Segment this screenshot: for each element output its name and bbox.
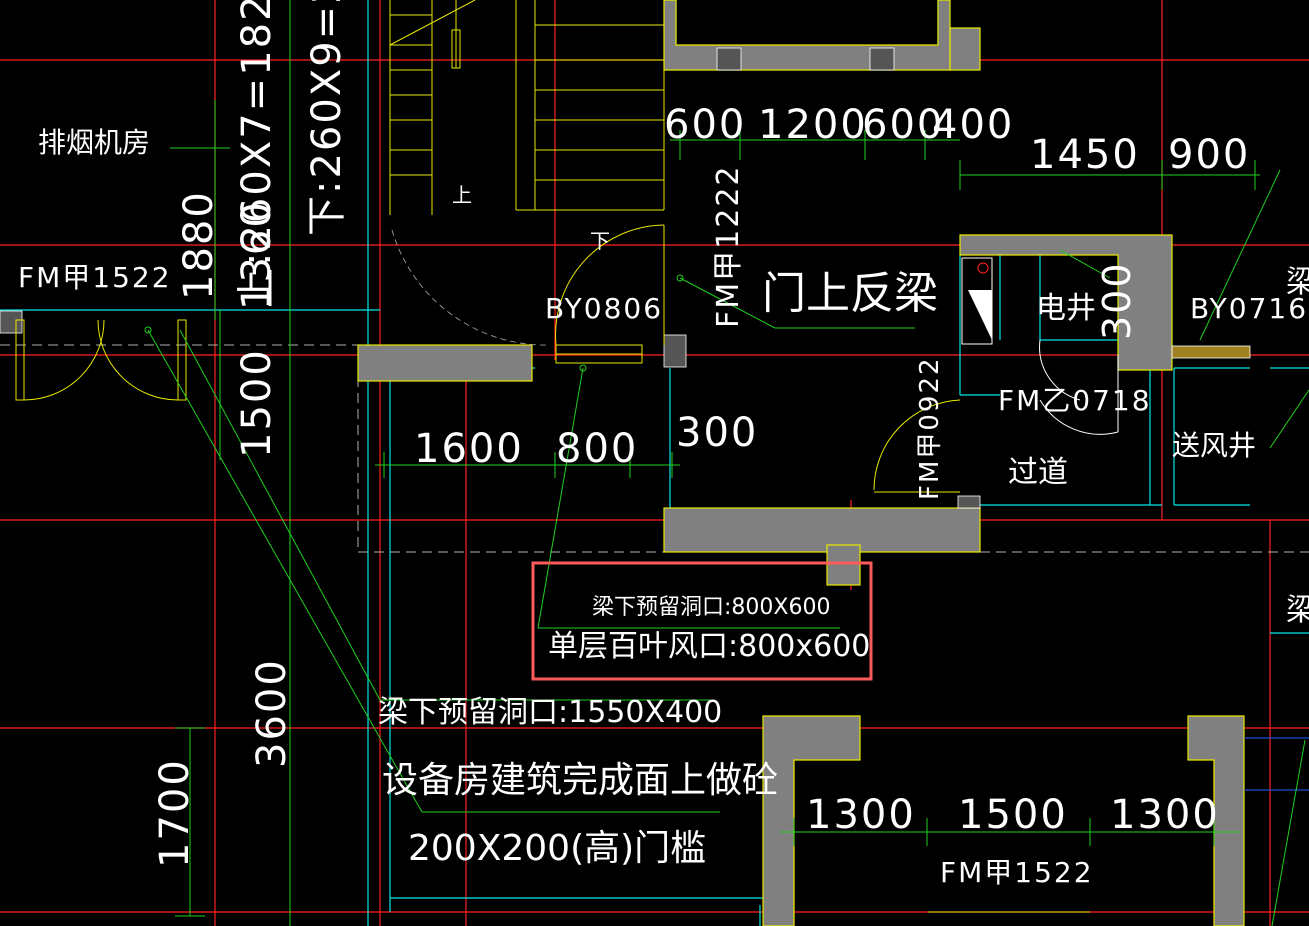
dim-right-900: 900	[1168, 132, 1250, 178]
stair-swing-arc	[391, 229, 551, 346]
annotation-louver-800: 单层百叶风口:800x600	[548, 629, 870, 664]
dim-v-1500: 1500	[234, 348, 280, 458]
door-fm-jia-1522-bottom: FM甲1522	[940, 856, 1094, 889]
dim-top-1200: 1200	[758, 102, 868, 148]
hatched-columns	[0, 47, 1251, 509]
dim-mid-300: 300	[676, 410, 758, 456]
room-air-supply-shaft: 送风井	[1172, 429, 1256, 462]
electric-shaft-detail	[961, 257, 1119, 370]
label-stair-down: 下	[590, 229, 610, 253]
dimension-lines	[147, 0, 1309, 926]
label-beam-mid: 梁	[1286, 593, 1309, 628]
label-beam-top: 梁	[1286, 265, 1309, 300]
annotation-beam-opening-1550: 梁下预留洞口:1550X400	[378, 695, 722, 730]
label-reverse-beam: 门上反梁	[762, 268, 938, 319]
annotation-threshold-line2: 200X200(高)门槛	[408, 828, 706, 869]
dim-v-1880: 1880	[176, 190, 222, 300]
room-corridor: 过道	[1008, 455, 1068, 490]
room-electric-shaft: 电井	[1036, 291, 1096, 326]
dim-mid-800: 800	[556, 426, 638, 472]
dim-bot-1500: 1500	[958, 792, 1068, 838]
label-stair-up: 上	[452, 183, 472, 207]
dim-top-600a: 600	[664, 102, 746, 148]
door-fm-jia-1222: FM甲1222	[711, 165, 746, 329]
room-smoke-exhaust: 排烟机房	[38, 126, 150, 159]
dim-v-3600: 3600	[249, 658, 295, 768]
door-fm-jia-0922: FM甲0922	[915, 356, 945, 500]
highlight-box	[531, 561, 873, 681]
stair-label-down: 下:260X9=2340	[304, 0, 350, 236]
dim-bot-1300a: 1300	[806, 792, 916, 838]
door-swings	[15, 224, 1119, 493]
door-by0806: BY0806	[545, 292, 663, 325]
annotation-beam-opening-800: 梁下预留洞口:800X600	[592, 595, 830, 620]
dim-bot-1300b: 1300	[1110, 792, 1220, 838]
door-fm-yi-0718: FM乙0718	[998, 384, 1152, 417]
annotation-threshold-line1: 设备房建筑完成面上做砼	[382, 760, 778, 801]
dim-shaft-300: 300	[1095, 261, 1139, 340]
leader-dot	[579, 364, 587, 372]
dim-v-1700: 1700	[152, 758, 198, 868]
leader-line	[1271, 739, 1306, 926]
stair-label-up: 上:260X7=1820	[234, 0, 280, 308]
door-fm-jia-1522-left: FM甲1522	[18, 261, 172, 294]
dim-top-600b: 600	[862, 102, 944, 148]
leader-dot	[676, 274, 684, 282]
door-by0716: BY0716	[1190, 292, 1308, 325]
dim-mid-1600: 1600	[414, 426, 524, 472]
dim-right-1450: 1450	[1030, 132, 1140, 178]
dim-v-1360: 1360	[234, 200, 280, 310]
dim-top-400: 400	[932, 102, 1014, 148]
leader-dot	[144, 326, 152, 334]
blue-lines	[1244, 737, 1309, 791]
